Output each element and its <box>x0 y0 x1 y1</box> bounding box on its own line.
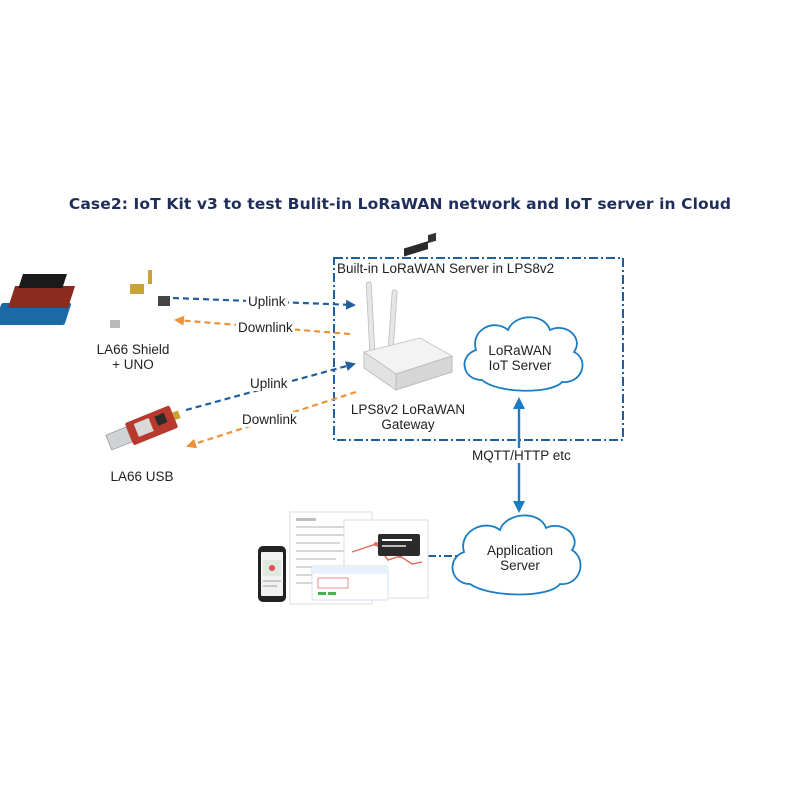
uplink-arrow-2 <box>185 361 356 412</box>
diagram-title: Case2: IoT Kit v3 to test Bulit-in LoRaW… <box>68 195 732 213</box>
gateway-label-line2: Gateway <box>381 417 435 432</box>
gateway-label: LPS8v2 LoRaWAN Gateway <box>350 402 466 432</box>
lorawan-iot-server-cloud <box>463 316 584 392</box>
application-server-cloud <box>451 514 582 596</box>
server-box-label: Built-in LoRaWAN Server in LPS8v2 <box>337 261 555 276</box>
shield-label-line1: LA66 Shield <box>96 342 170 357</box>
shield-label: LA66 Shield + UNO <box>78 342 188 372</box>
app-server-label-line2: Server <box>500 558 540 573</box>
downlink-label-2: Downlink <box>240 412 299 427</box>
shield-label-line2: + UNO <box>112 357 154 372</box>
app-server-label-line1: Application <box>486 543 554 558</box>
uplink-label-2: Uplink <box>248 376 290 391</box>
downlink-arrow-1 <box>174 315 351 336</box>
downlink-label-1: Downlink <box>236 320 295 335</box>
dashboard-screenshots-image <box>258 511 429 605</box>
iot-server-label-line1: LoRaWAN <box>488 343 552 358</box>
mqtt-http-label: MQTT/HTTP etc <box>470 448 573 463</box>
app-server-label: Application Server <box>470 543 570 573</box>
lps8v2-server-box <box>333 257 624 441</box>
gateway-label-line1: LPS8v2 LoRaWAN <box>350 402 466 417</box>
uplink-label-1: Uplink <box>246 294 288 309</box>
la66-usb-image <box>105 405 181 451</box>
iot-server-label-line2: IoT Server <box>488 358 552 373</box>
usb-label: LA66 USB <box>110 469 174 484</box>
la66-shield-uno-image <box>0 270 170 328</box>
iot-server-label: LoRaWAN IoT Server <box>470 343 570 373</box>
lps8v2-gateway-image <box>362 232 454 391</box>
